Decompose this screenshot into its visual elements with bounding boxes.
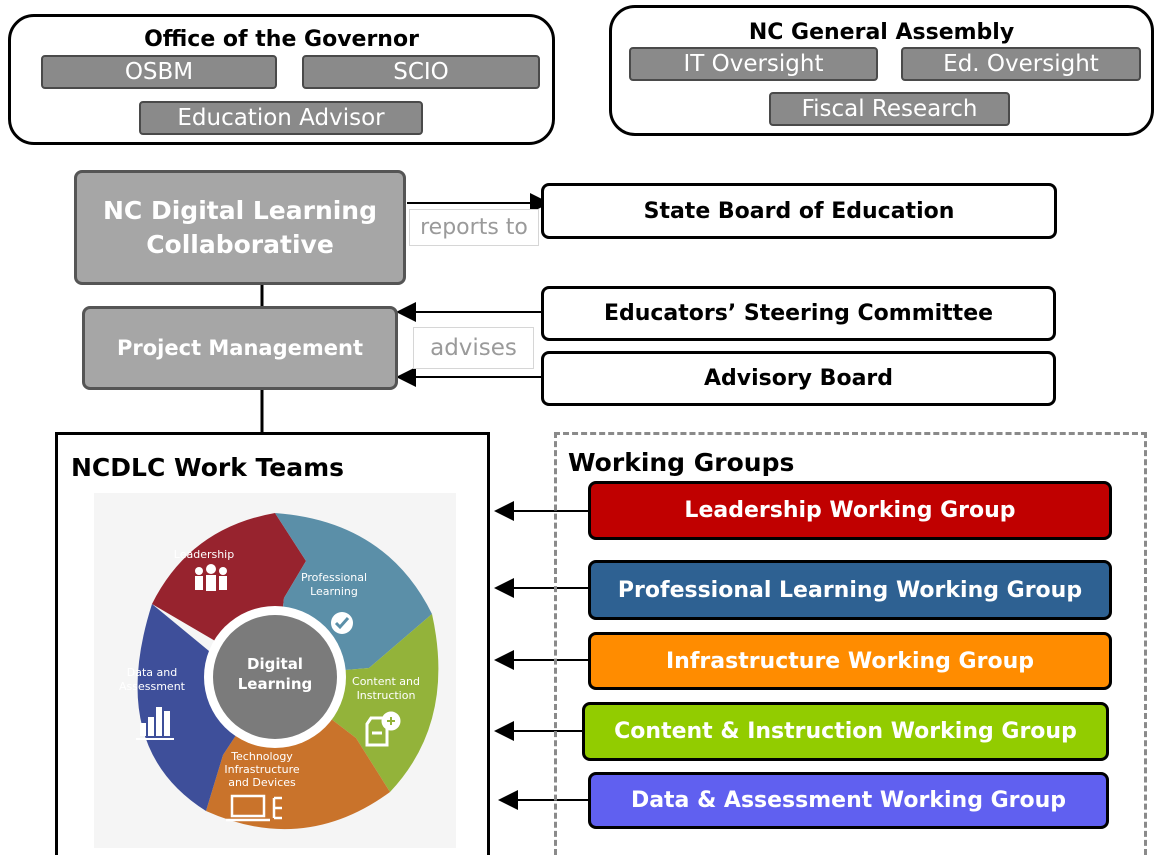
label-data-2: Assessment	[119, 680, 186, 693]
label-professional-1: Professional	[301, 571, 367, 584]
label-data-1: Data and	[127, 666, 177, 679]
document-plus-icon	[365, 711, 401, 747]
collaborative-label-1: NC Digital Learning	[103, 195, 377, 225]
center-circle	[213, 615, 337, 739]
label-tech-2: Infrastructure	[224, 763, 300, 776]
steering-committee-box: Educators’ Steering Committee	[541, 286, 1056, 341]
work-teams-title: NCDLC Work Teams	[71, 453, 345, 482]
label-tech-1: Technology	[230, 750, 293, 763]
reports-to-note: reports to	[409, 209, 539, 246]
label-content-2: Instruction	[357, 689, 416, 702]
working-groups-box: Working Groups	[554, 432, 1147, 855]
governor-title: Office of the Governor	[144, 27, 419, 52]
center-label-2: Learning	[238, 675, 313, 693]
collaborative-box: NC Digital Learning Collaborative	[74, 170, 406, 285]
wheel-segment-data	[137, 604, 275, 811]
center-label-1: Digital	[247, 655, 303, 673]
label-tech-3: and Devices	[228, 776, 296, 789]
fiscal-research-tab: Fiscal Research	[769, 92, 1010, 126]
advises-note: advises	[413, 327, 534, 369]
assembly-box: NC General Assembly IT Oversight Ed. Ove…	[609, 5, 1154, 136]
wg-infrastructure: Infrastructure Working Group	[588, 632, 1112, 690]
wheel-segment-content	[275, 614, 439, 792]
people-icon	[195, 564, 227, 591]
osbm-tab: OSBM	[41, 55, 277, 89]
advisory-board-box: Advisory Board	[541, 351, 1056, 406]
assembly-title: NC General Assembly	[748, 20, 1015, 45]
label-leadership: Leadership	[174, 548, 234, 561]
wg-content-instruction: Content & Instruction Working Group	[582, 702, 1109, 761]
ed-oversight-tab: Ed. Oversight	[901, 47, 1141, 81]
label-professional-2: Learning	[310, 585, 358, 598]
education-advisor-tab: Education Advisor	[139, 101, 423, 135]
work-teams-box: NCDLC Work Teams Digital Learning Leader…	[55, 432, 490, 855]
digital-learning-wheel: Digital Learning Leadership Professional…	[119, 513, 439, 830]
collaborative-label-2: Collaborative	[146, 229, 334, 259]
wg-leadership: Leadership Working Group	[588, 481, 1112, 540]
governor-box: Office of the Governor OSBM SCIO Educati…	[8, 14, 555, 145]
bar-chart-icon	[136, 707, 174, 740]
wg-data-assessment: Data & Assessment Working Group	[588, 772, 1109, 829]
label-content-1: Content and	[352, 675, 420, 688]
wg-professional-learning: Professional Learning Working Group	[588, 560, 1112, 620]
badge-check-icon	[331, 612, 353, 634]
project-management-box: Project Management	[82, 306, 398, 390]
laptop-network-icon	[226, 794, 282, 822]
working-groups-title: Working Groups	[568, 448, 795, 477]
it-oversight-tab: IT Oversight	[629, 47, 878, 81]
scio-tab: SCIO	[302, 55, 540, 89]
state-board-box: State Board of Education	[541, 183, 1057, 239]
